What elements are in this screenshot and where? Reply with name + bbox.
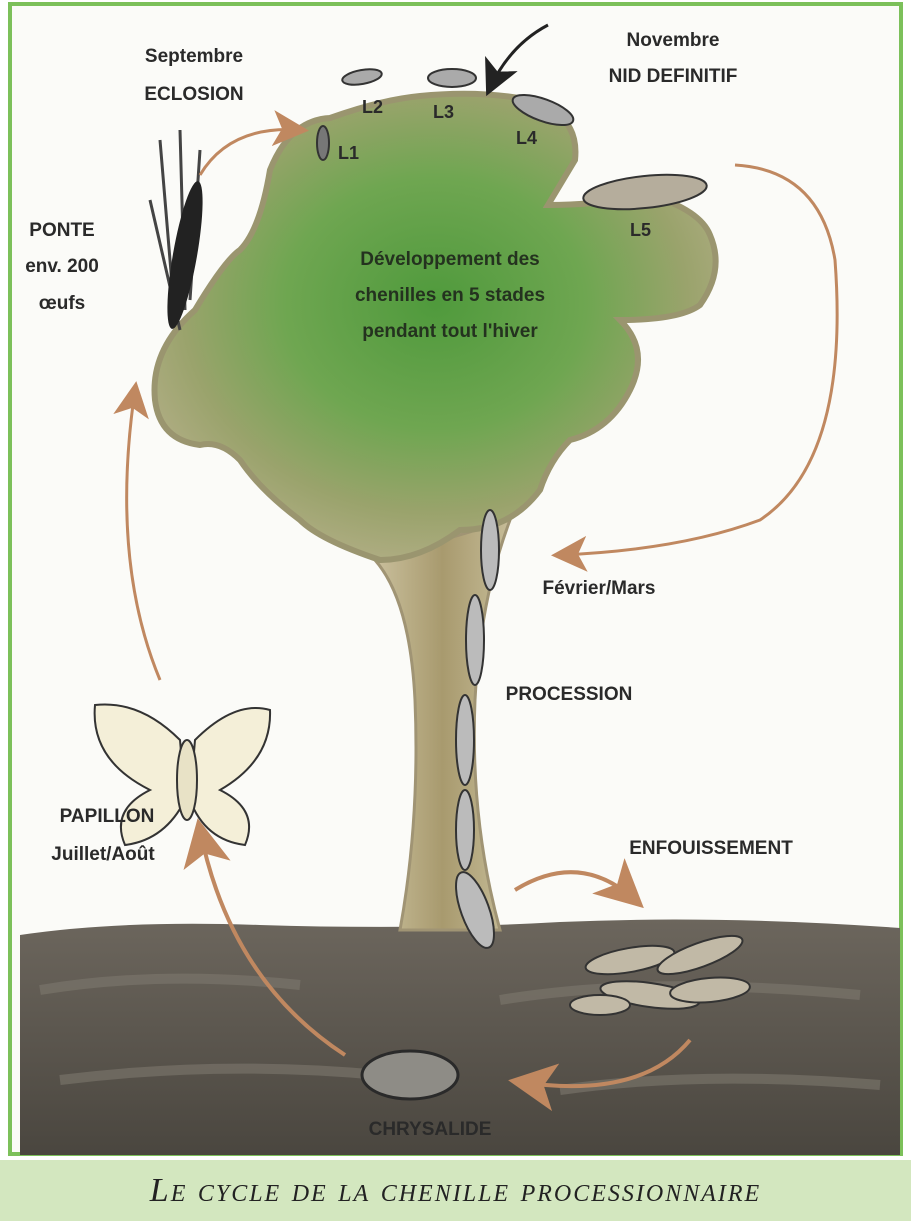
label-l1: L1 [338,143,359,163]
label-l4: L4 [516,128,537,148]
label-env-200: env. 200 [25,256,99,277]
label-development-3: pendant tout l'hiver [362,321,538,342]
caterpillar-l1 [317,126,329,160]
label-fevrier-mars: Février/Mars [542,578,655,599]
label-nid-definitif: NID DEFINITIF [609,66,738,87]
label-development-1: Développement des [360,249,540,270]
label-oeufs: œufs [39,293,85,314]
label-development-2: chenilles en 5 stades [355,285,545,306]
label-chrysalide: CHRYSALIDE [369,1119,492,1140]
label-procession: PROCESSION [506,684,633,705]
label-septembre: Septembre [145,46,243,67]
label-papillon: PAPILLON [60,806,155,827]
chrysalis [362,1051,458,1099]
label-enfouissement: ENFOUISSEMENT [629,838,793,859]
diagram-canvas: Septembre ECLOSION Novembre NID DEFINITI… [0,0,911,1160]
label-novembre: Novembre [627,30,720,51]
label-eclosion: ECLOSION [144,84,243,105]
label-juillet-aout: Juillet/Août [51,844,155,865]
label-l2: L2 [362,97,383,117]
diagram-caption: Le cycle de la chenille processionnaire [0,1160,911,1221]
label-l5: L5 [630,220,651,240]
label-ponte: PONTE [29,220,94,241]
caterpillar-l3 [428,69,476,87]
label-l3: L3 [433,102,454,122]
